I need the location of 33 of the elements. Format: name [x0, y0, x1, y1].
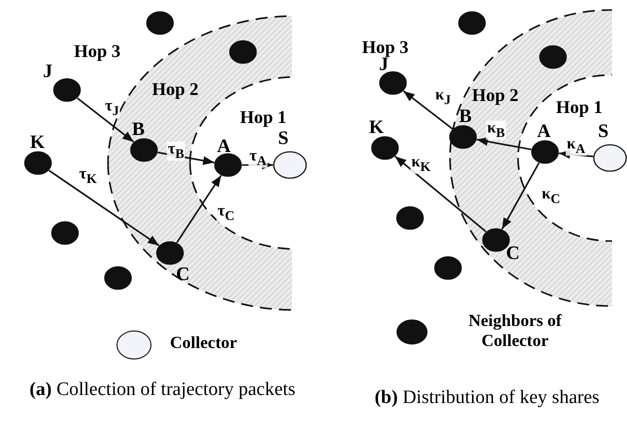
arrow	[242, 160, 273, 170]
node-label: K	[30, 133, 45, 152]
hop-label: Hop 2	[472, 84, 519, 106]
node-label: S	[278, 129, 289, 148]
hop-label: Hop 3	[362, 36, 409, 58]
node-label: B	[132, 120, 145, 139]
node-label: J	[43, 62, 52, 81]
arrow	[158, 152, 214, 165]
legend-label: Neighbors of Collector	[467, 311, 563, 352]
node-label: K	[369, 118, 384, 137]
arrow	[476, 137, 532, 150]
node-label: C	[506, 244, 520, 263]
figure-caption: (a) Collection of trajectory packets	[28, 378, 296, 402]
arrow	[501, 162, 540, 230]
node-label: A	[217, 137, 231, 156]
edge-label: κ$_{B}$	[486, 120, 506, 140]
arrow	[558, 150, 594, 159]
arrow	[394, 156, 486, 232]
hop-label: Hop 3	[74, 40, 121, 62]
hop-label: Hop 1	[556, 96, 603, 118]
legend-label: Collector	[170, 333, 238, 354]
arrow	[176, 175, 222, 243]
arrow	[48, 170, 160, 246]
node-label: S	[598, 122, 609, 141]
figure-caption: (b) Distribution of key shares	[374, 386, 600, 410]
node-label: A	[537, 122, 551, 141]
arrow	[402, 90, 454, 130]
hop-label: Hop 2	[152, 78, 199, 100]
node-label: B	[459, 107, 472, 126]
edge-label: τ$_{B}$	[166, 142, 186, 160]
hop-label: Hop 1	[240, 106, 287, 128]
node-label: C	[176, 265, 190, 284]
arrow	[76, 97, 134, 143]
